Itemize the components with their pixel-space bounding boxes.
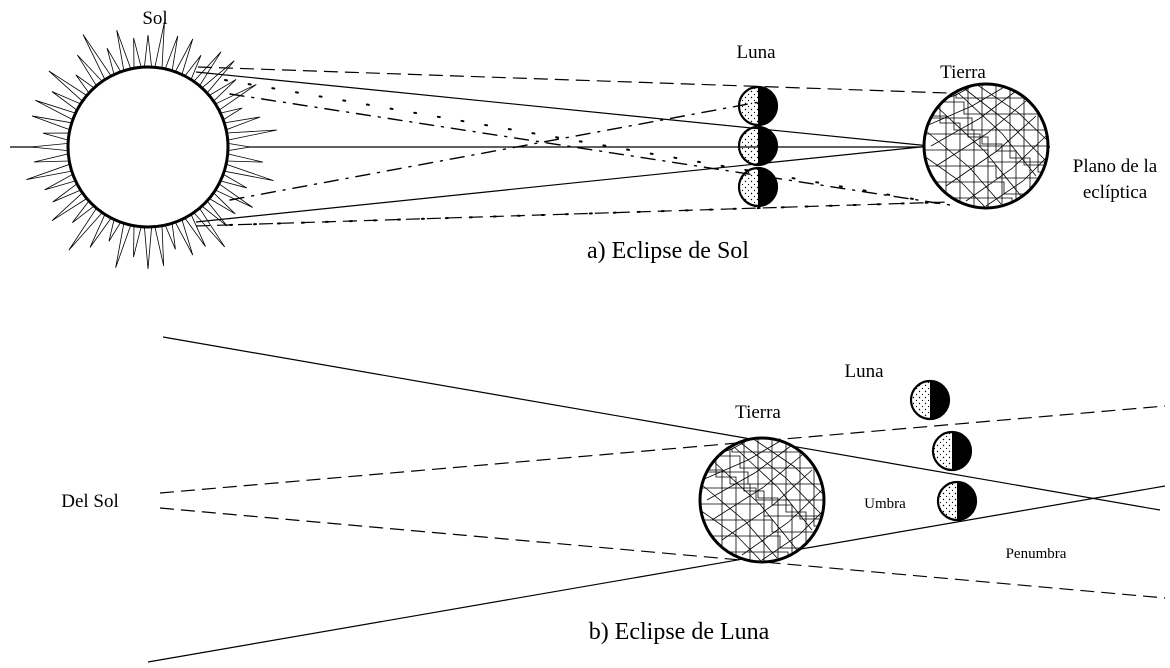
moon-label: Luna bbox=[844, 361, 884, 382]
moon bbox=[936, 480, 978, 522]
moon-phases-b bbox=[909, 379, 978, 522]
ray-line bbox=[162, 336, 1161, 511]
moon bbox=[737, 166, 779, 208]
sun-label: Sol bbox=[142, 8, 167, 29]
sun bbox=[66, 65, 230, 229]
lunar-eclipse-ray-lines bbox=[147, 336, 1166, 663]
ray-line bbox=[195, 71, 931, 147]
sun-rays bbox=[26, 21, 277, 270]
earth bbox=[698, 436, 826, 564]
caption-lunar-eclipse: b) Eclipse de Luna bbox=[589, 619, 770, 645]
moon bbox=[737, 125, 779, 167]
ray-line bbox=[195, 145, 931, 223]
moon bbox=[931, 430, 973, 472]
ray-line bbox=[197, 66, 949, 94]
earth-label: Tierra bbox=[940, 62, 986, 83]
ecliptic-label-line1: Plano de la bbox=[1073, 156, 1158, 177]
sun-direction-label: Del Sol bbox=[61, 491, 119, 512]
caption-solar-eclipse: a) Eclipse de Sol bbox=[587, 238, 749, 264]
ray-line bbox=[195, 201, 949, 227]
penumbra-label: Penumbra bbox=[1006, 546, 1067, 562]
earth bbox=[922, 82, 1050, 210]
solar-eclipse-ray-lines bbox=[195, 66, 951, 227]
ray-line bbox=[159, 405, 1166, 494]
moon-phases-a bbox=[737, 85, 779, 208]
ecliptic-label-line2: eclíptica bbox=[1083, 182, 1148, 203]
lunar-eclipse-panel: Del Sol Tierra Luna Umbra Penumbra b) Ec… bbox=[61, 336, 1166, 663]
ray-line bbox=[229, 99, 771, 201]
ray-line bbox=[224, 79, 949, 206]
umbra-label: Umbra bbox=[864, 496, 906, 512]
moon-label: Luna bbox=[736, 42, 776, 63]
moon bbox=[737, 85, 779, 127]
earth-label: Tierra bbox=[735, 402, 781, 423]
solar-eclipse-panel: Sol Luna Tierra Plano de la eclíptica a)… bbox=[10, 8, 1158, 270]
ray-line bbox=[159, 507, 1166, 599]
ray-line bbox=[229, 93, 951, 206]
ray-line bbox=[229, 201, 949, 226]
moon bbox=[909, 379, 951, 421]
ray-line bbox=[147, 485, 1166, 663]
